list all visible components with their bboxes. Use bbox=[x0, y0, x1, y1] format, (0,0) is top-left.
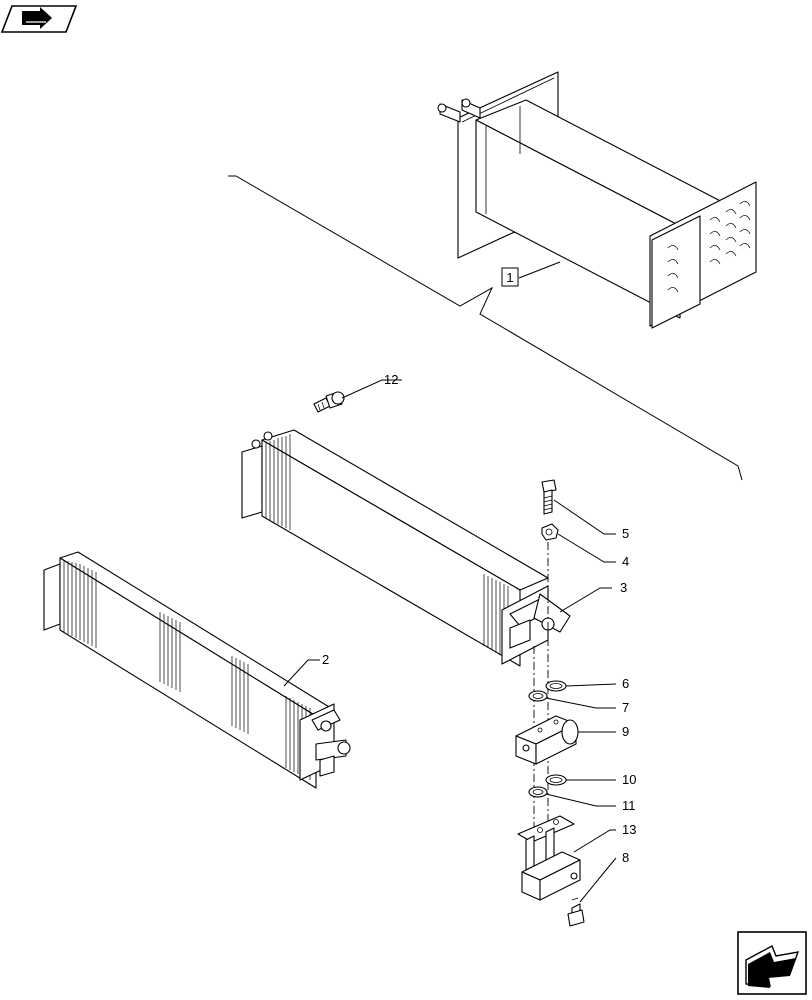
leader-1 bbox=[518, 261, 561, 279]
callout-1-label: 1 bbox=[506, 270, 513, 285]
callout-2-label: 2 bbox=[322, 652, 329, 667]
part-6-o-ring bbox=[545, 680, 567, 692]
tube-holes bbox=[667, 201, 751, 293]
leader-3 bbox=[559, 587, 612, 613]
leader-11 bbox=[545, 793, 616, 807]
heater-core-middle bbox=[241, 429, 571, 667]
part-4-nut bbox=[541, 523, 559, 541]
part-8-bolt bbox=[567, 897, 585, 927]
callout-11-label: 11 bbox=[622, 798, 636, 813]
callout-7-label: 7 bbox=[622, 700, 629, 715]
leader-5 bbox=[553, 499, 616, 535]
callout-12-label: 12 bbox=[384, 372, 398, 387]
callout-4-label: 4 bbox=[622, 554, 629, 569]
leader-2 bbox=[283, 659, 320, 687]
leader-4 bbox=[557, 533, 616, 563]
part-2-heater-core bbox=[43, 551, 351, 789]
leader-8 bbox=[579, 857, 617, 903]
part-9-valve-block bbox=[515, 715, 579, 765]
callout-9-label: 9 bbox=[622, 724, 629, 739]
part-11-o-ring bbox=[528, 786, 548, 798]
callout-10-label: 10 bbox=[622, 772, 636, 787]
arrow-right-icon bbox=[22, 7, 52, 29]
assembly-boundary-line bbox=[228, 175, 743, 481]
callout-8-label: 8 bbox=[622, 850, 629, 865]
leader-13 bbox=[573, 829, 616, 853]
nav-back-button[interactable] bbox=[737, 931, 807, 995]
leader-6 bbox=[565, 683, 617, 687]
part-13-connector-block bbox=[517, 815, 581, 901]
part-5-bolt bbox=[541, 479, 557, 515]
part-10-o-ring bbox=[545, 774, 567, 786]
callout-13-label: 13 bbox=[622, 822, 636, 837]
part-12-fitting bbox=[313, 391, 345, 413]
callout-5-label: 5 bbox=[622, 526, 629, 541]
leader-7 bbox=[545, 697, 616, 709]
fins-left-middle bbox=[159, 612, 249, 734]
fins-left-back bbox=[63, 560, 97, 648]
callout-1: 1 bbox=[501, 267, 519, 287]
arrow-left-down-icon bbox=[745, 945, 800, 988]
fins-back bbox=[265, 434, 291, 530]
callout-3-label: 3 bbox=[620, 580, 627, 595]
part-1-heater-core-assembly bbox=[437, 71, 757, 329]
nav-forward-button[interactable] bbox=[0, 5, 78, 33]
callout-6-label: 6 bbox=[622, 676, 629, 691]
leader-12 bbox=[341, 379, 402, 399]
part-7-o-ring bbox=[528, 690, 548, 702]
